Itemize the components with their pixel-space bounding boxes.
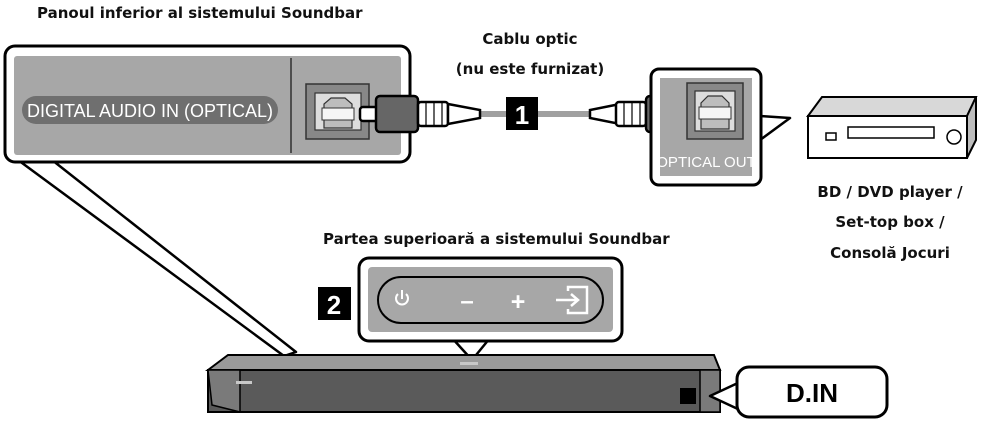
step-1-number: 1	[515, 100, 529, 130]
source-input-icon[interactable]	[556, 285, 589, 315]
device-label-line1: BD / DVD player /	[817, 183, 963, 201]
step-2-number: 2	[327, 290, 341, 320]
display-readout: D.IN	[786, 378, 838, 408]
cable-label-line1: Cablu optic	[482, 30, 578, 48]
step-1-badge	[506, 97, 538, 130]
digital-audio-in-port-label: DIGITAL AUDIO IN (OPTICAL)	[27, 101, 273, 121]
cable-label-line2: (nu este furnizat)	[455, 60, 605, 78]
power-icon[interactable]	[395, 290, 409, 306]
display-window	[680, 388, 696, 404]
top-panel-label: Partea superioară a sistemului Soundbar	[323, 230, 670, 248]
step-2-badge	[318, 287, 351, 320]
minus-icon[interactable]: –	[460, 288, 473, 315]
device-label-line3: Consolă Jocuri	[830, 244, 950, 262]
optical-out-port-label: OPTICAL OUT	[656, 154, 755, 171]
optical-plug-icon	[358, 94, 482, 134]
device-label-line2: Set-top box /	[835, 213, 945, 231]
plus-icon[interactable]: +	[511, 288, 526, 316]
optical-port-icon	[686, 82, 744, 140]
soundbar	[205, 354, 722, 413]
bottom-panel-callout: DIGITAL AUDIO IN (OPTICAL)	[3, 44, 412, 358]
display-readout-callout: D.IN	[708, 365, 889, 419]
optical-cable: 1	[358, 94, 706, 134]
bottom-panel-label: Panoul inferior al sistemului Soundbar	[37, 4, 363, 22]
optical-port-icon	[305, 83, 370, 140]
optical-out-callout: OPTICAL OUT	[649, 67, 792, 187]
bd-dvd-player	[806, 96, 978, 159]
top-panel-callout: – +	[357, 256, 624, 362]
